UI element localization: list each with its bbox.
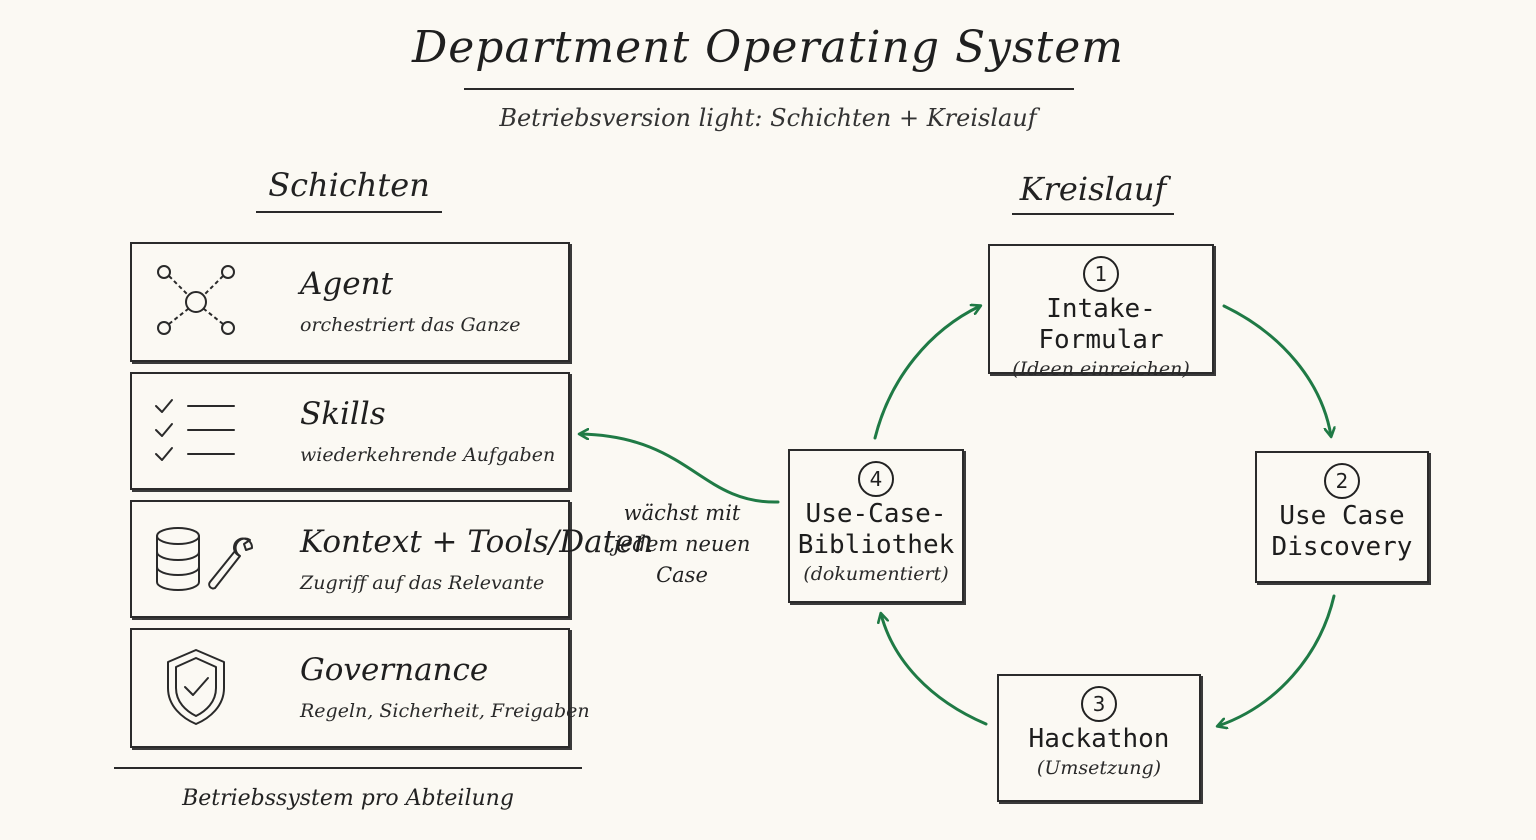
layer-subtitle: orchestriert das Ganze: [300, 314, 521, 336]
cycle-heading: Kreislauf: [1019, 170, 1167, 208]
layer-title: Skills: [300, 396, 386, 432]
step-use-case-library: 4 Use-Case- Bibliothek (dokumentiert): [788, 449, 964, 603]
page-subtitle: Betriebsversion light: Schichten + Kreis…: [499, 104, 1037, 132]
layer-agent: Agent orchestriert das Ganze: [130, 242, 570, 362]
shield-check-icon: [167, 649, 225, 725]
arrow-intake-to-discovery: [1222, 304, 1331, 436]
step-title: Hackathon: [1028, 724, 1170, 754]
arrow-library-to-intake: [873, 306, 980, 440]
arrow-library-to-skills: [580, 434, 780, 504]
layer-subtitle: wiederkehrende Aufgaben: [300, 444, 556, 466]
step-use-case-discovery: 2 Use Case Discovery: [1255, 451, 1429, 583]
layer-title: Governance: [300, 652, 489, 688]
arrow-discovery-to-hackathon: [1218, 594, 1336, 726]
step-number-badge: 2: [1324, 463, 1360, 499]
network-node-icon: [157, 265, 235, 335]
layer-subtitle: Regeln, Sicherheit, Freigaben: [300, 700, 590, 722]
layers-heading: Schichten: [268, 166, 430, 204]
title-underline: [464, 88, 1074, 90]
step-intake-form: 1 Intake-Formular (Ideen einreichen): [988, 244, 1214, 380]
database-wrench-icon: [156, 527, 254, 591]
growth-note: wächst mit jedem neuen Case: [612, 498, 752, 591]
step-hackathon: 3 Hackathon (Umsetzung): [997, 674, 1201, 802]
cycle-heading-underline: [1012, 213, 1174, 215]
arrow-hackathon-to-library: [881, 614, 988, 726]
growth-note-line: jedem neuen: [613, 532, 751, 556]
layer-skills: Skills wiederkehrende Aufgaben: [130, 372, 570, 490]
step-subtitle: (Ideen einreichen): [1012, 358, 1190, 380]
step-title-line: Use-Case-: [805, 499, 947, 529]
page-title: Department Operating System: [411, 22, 1124, 73]
layers-caption: Betriebssystem pro Abteilung: [182, 786, 514, 811]
step-number-badge: 3: [1081, 686, 1117, 722]
layers-heading-underline: [256, 211, 442, 213]
layer-title: Kontext + Tools/Daten: [300, 524, 654, 560]
step-subtitle: (Umsetzung): [1036, 757, 1162, 779]
step-number-badge: 4: [858, 461, 894, 497]
step-title-line: Discovery: [1271, 532, 1413, 562]
step-title-line: Bibliothek: [797, 530, 955, 560]
layer-context-tools: Kontext + Tools/Daten Zugriff auf das Re…: [130, 500, 653, 618]
growth-note-line: Case: [656, 563, 708, 587]
step-title-line: Use Case: [1279, 501, 1405, 531]
step-subtitle: (dokumentiert): [803, 563, 949, 585]
checklist-icon: [155, 399, 235, 461]
layer-title: Agent: [300, 266, 393, 302]
step-title: Intake-Formular: [1038, 294, 1164, 355]
layer-governance: Governance Regeln, Sicherheit, Freigaben: [130, 628, 590, 748]
layer-subtitle: Zugriff auf das Relevante: [300, 572, 545, 594]
step-number-badge: 1: [1083, 256, 1119, 292]
layers-baseline: [114, 767, 582, 769]
growth-note-line: wächst mit: [623, 501, 741, 525]
